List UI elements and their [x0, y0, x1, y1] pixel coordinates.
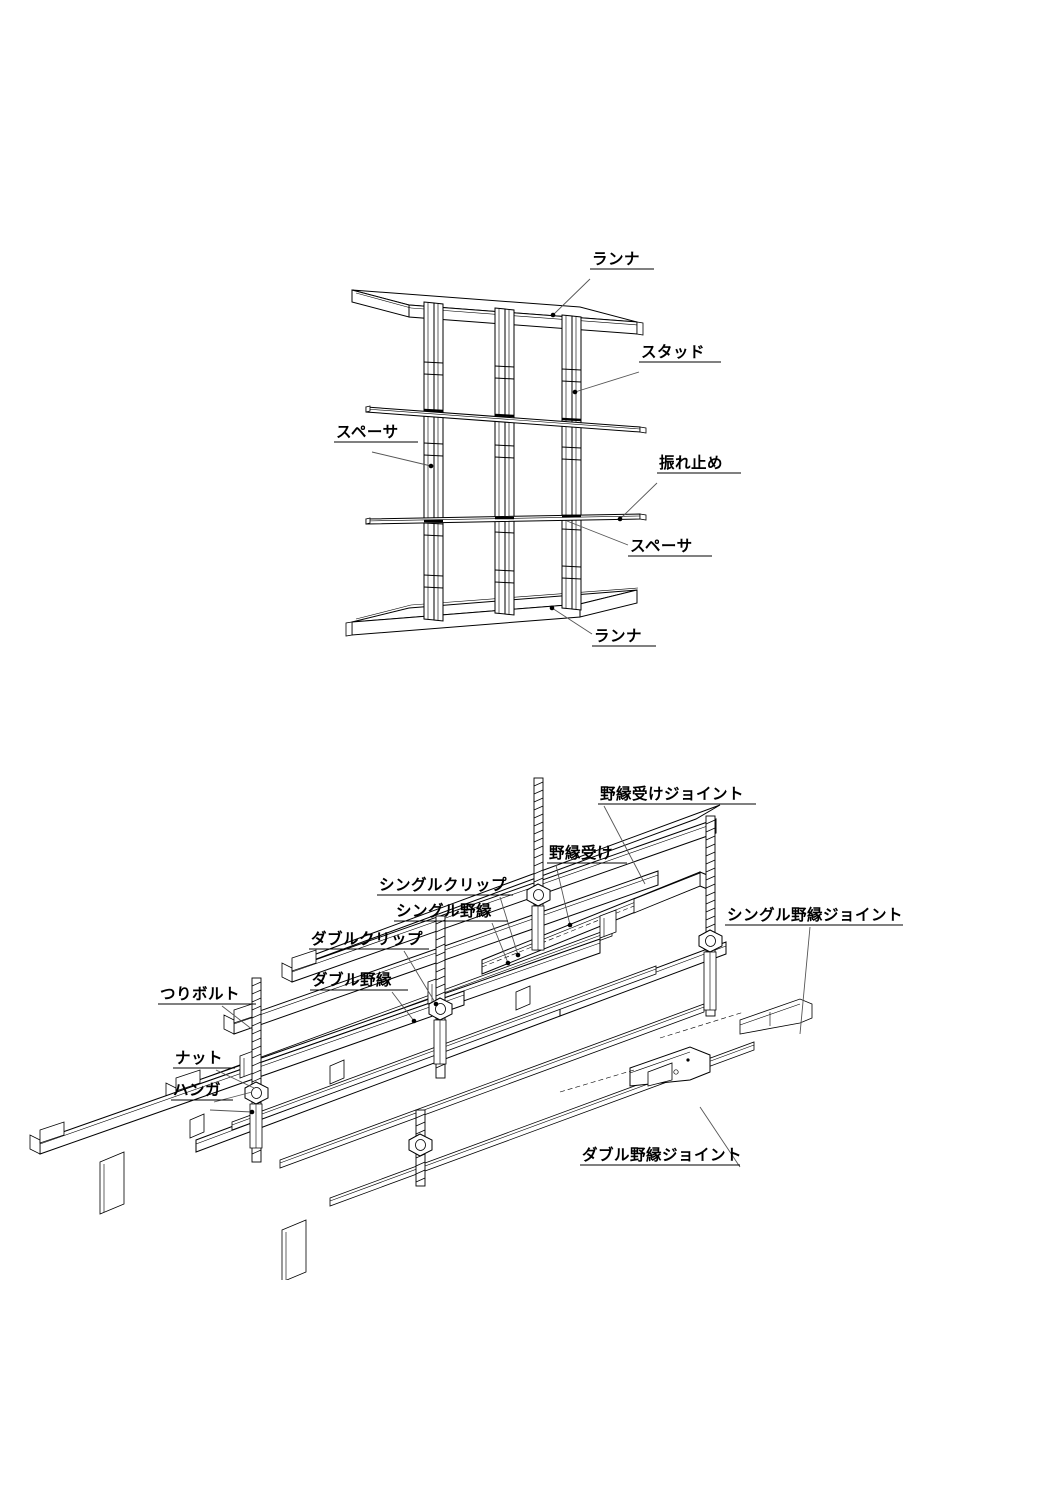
label-text: つりボルト — [160, 985, 240, 1003]
nut-3 — [526, 883, 551, 907]
label-text: シングルクリップ — [379, 875, 507, 894]
leader-lines-fig2 — [209, 805, 811, 1168]
label-stud: スタッド — [639, 343, 721, 363]
stud-member-3 — [561, 314, 582, 611]
leader-lines-fig1 — [371, 278, 658, 635]
label-runner-bottom: ランナ — [592, 627, 656, 647]
brace-member-upper — [365, 405, 647, 434]
label-double-furring: ダブル野縁 — [310, 970, 408, 991]
label-text: ダブルクリップ — [311, 929, 423, 948]
label-text: ダブル野縁ジョイント — [582, 1145, 742, 1164]
label-text: ランナ — [594, 627, 642, 645]
label-brace: 振れ止め — [657, 453, 741, 474]
label-single-furring: シングル野縁 — [394, 901, 508, 922]
label-text: 野縁受け — [549, 843, 613, 862]
hanger-bracket-2 — [433, 1019, 447, 1065]
double-furring-bar-1 — [281, 804, 721, 983]
label-hanger-bolt: つりボルト — [158, 985, 256, 1005]
label-text: ハンガ — [173, 1081, 221, 1099]
label-spacer-right: スペーサ — [628, 537, 712, 557]
wall-stud-frame-figure: ランナ スタッド スペーサ 振れ止め スペーサ ランナ — [334, 250, 741, 647]
single-furring-joint-sleeve — [659, 998, 813, 1039]
label-spacer-left: スペーサ — [334, 423, 418, 443]
label-double-clip: ダブルクリップ — [309, 929, 429, 950]
label-text: ナット — [175, 1049, 223, 1067]
hanger-bracket-3 — [531, 905, 545, 951]
hanger-bracket-1 — [249, 1103, 263, 1149]
label-double-furring-joint: ダブル野縁ジョイント — [580, 1145, 742, 1166]
ceiling-suspension-frame-figure: 野縁受けジョイント 野縁受け シングルクリップ シングル野縁 シングル野縁ジョイ… — [29, 777, 903, 1280]
label-text: 振れ止め — [659, 453, 723, 472]
label-text: ダブル野縁 — [312, 970, 392, 989]
nut-4 — [698, 929, 723, 953]
label-text: スタッド — [641, 343, 705, 361]
nut-5 — [408, 1133, 433, 1157]
label-runner-top: ランナ — [590, 250, 654, 270]
hanger-bolt-1 — [244, 977, 269, 1163]
label-text: シングル野縁ジョイント — [727, 905, 903, 924]
furring-end-stubs — [99, 1151, 307, 1280]
spacer-markers — [423, 408, 582, 523]
label-nut: ナット — [173, 1049, 235, 1069]
label-single-clip: シングルクリップ — [377, 875, 513, 896]
hanger-bolt-4 — [698, 815, 723, 1017]
label-furring-channel-joint: 野縁受けジョイント — [598, 784, 756, 805]
stud-member-2 — [494, 307, 515, 616]
hanger-bolt-3 — [526, 777, 551, 951]
double-furring-joint-sleeve — [559, 1046, 711, 1093]
label-text: スペーサ — [630, 537, 693, 555]
label-furring-channel: 野縁受け — [547, 843, 627, 864]
label-single-furring-joint: シングル野縁ジョイント — [725, 905, 903, 926]
nut-1 — [244, 1081, 269, 1105]
label-text: スペーサ — [336, 423, 399, 441]
label-text: シングル野縁 — [396, 901, 492, 920]
hanger-bolt-5 — [408, 1109, 433, 1187]
hanger-bracket-4 — [703, 951, 717, 1011]
label-text: 野縁受けジョイント — [600, 784, 744, 803]
stud-member-1 — [423, 301, 444, 622]
label-hanger: ハンガ — [171, 1081, 233, 1101]
hanger-bolt-2 — [428, 915, 453, 1079]
label-text: ランナ — [592, 250, 640, 268]
